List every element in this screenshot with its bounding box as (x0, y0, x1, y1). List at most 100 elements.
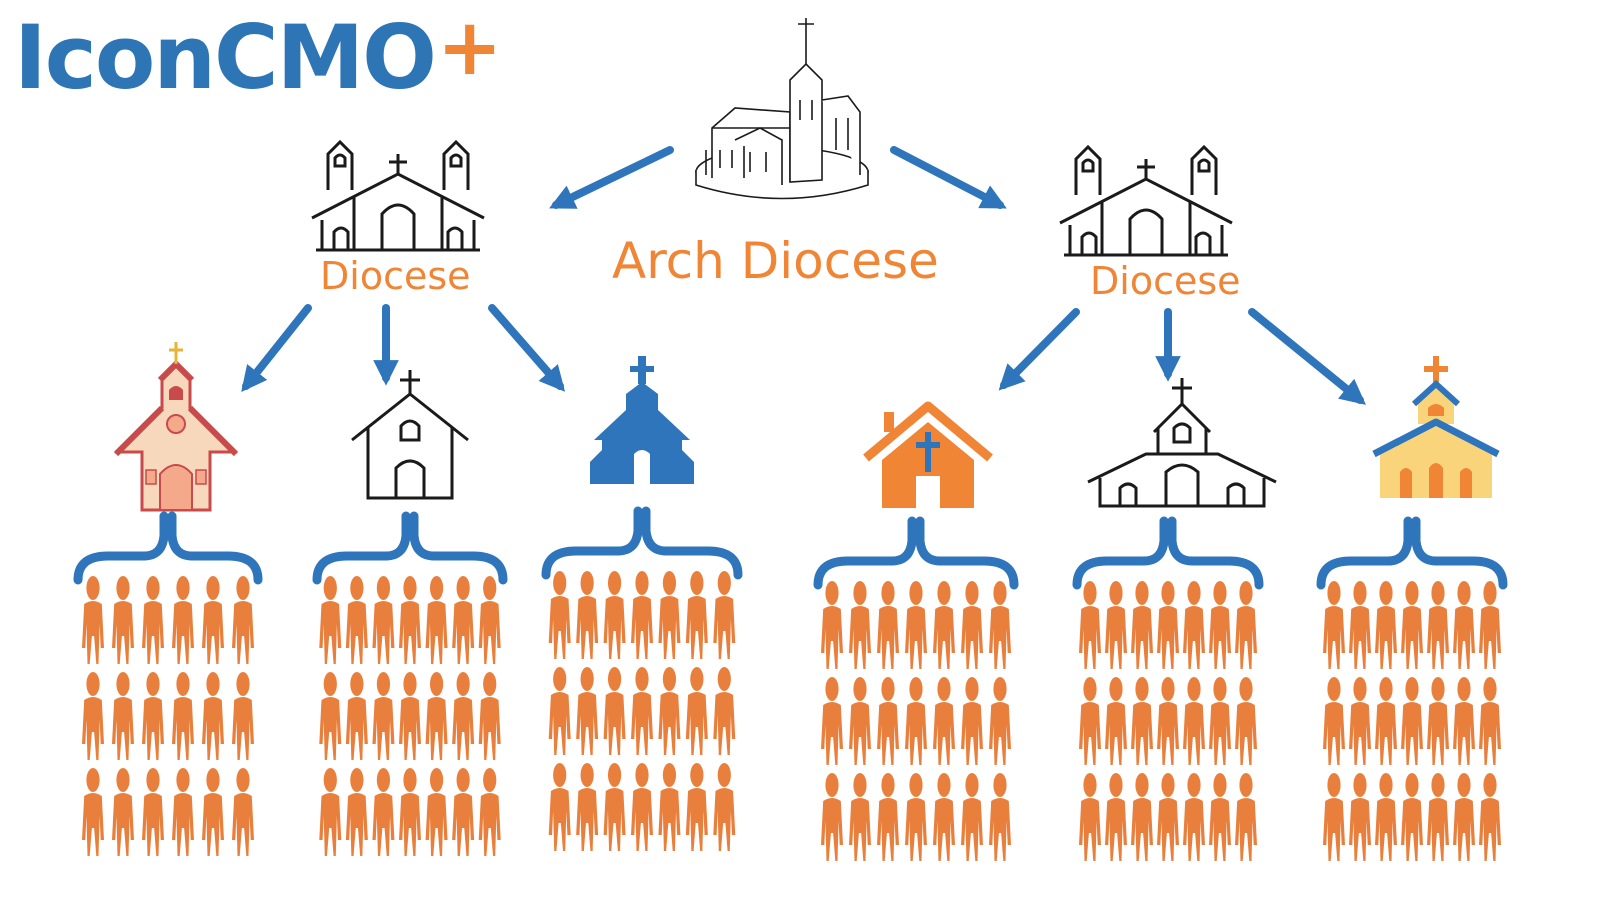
person-icon (821, 677, 843, 765)
person-icon (1375, 773, 1397, 861)
person-icon (319, 576, 342, 664)
person-icon (1323, 677, 1345, 765)
person-icon (425, 576, 448, 664)
person-icon (713, 571, 736, 659)
person-icon (345, 576, 368, 664)
person-icon (1479, 677, 1501, 765)
logo: IconCMO+ (14, 0, 502, 109)
person-icon (1375, 677, 1397, 765)
person-icon (1131, 773, 1153, 861)
curly-brace-icon (1316, 516, 1508, 590)
people-group (1079, 581, 1257, 861)
blue-church-icon (590, 356, 694, 484)
person-icon (631, 763, 653, 851)
person-icon (933, 581, 955, 669)
person-icon (1323, 581, 1345, 669)
person-icon (319, 768, 342, 856)
person-icon (658, 667, 681, 755)
person-icon (1183, 677, 1205, 765)
person-icon (172, 768, 194, 856)
person-icon (1323, 773, 1345, 861)
person-icon (452, 768, 475, 856)
outline-chapel-icon (351, 370, 469, 500)
person-icon (961, 773, 983, 861)
person-icon (1349, 581, 1371, 669)
person-icon (1235, 773, 1257, 861)
curly-brace-icon (813, 516, 1019, 590)
person-icon (112, 672, 134, 760)
person-icon (142, 576, 164, 664)
person-icon (877, 677, 899, 765)
person-icon (1209, 581, 1231, 669)
curly-brace-icon (1072, 516, 1264, 590)
person-icon (576, 667, 599, 755)
person-icon (82, 576, 104, 664)
person-icon (631, 571, 653, 659)
people-group (1323, 581, 1501, 861)
person-icon (1453, 581, 1475, 669)
person-icon (1105, 581, 1127, 669)
person-icon (685, 571, 708, 659)
person-icon (576, 763, 599, 851)
cathedral-sketch-icon (695, 18, 869, 200)
person-icon (1079, 581, 1101, 669)
person-icon (989, 581, 1011, 669)
person-icon (478, 576, 501, 664)
person-icon (961, 581, 983, 669)
logo-text: IconCMO (14, 6, 437, 109)
person-icon (1349, 773, 1371, 861)
person-icon (849, 581, 871, 669)
diocese-label-right: Diocese (1090, 259, 1241, 303)
arrow-diocese-left-1 (241, 304, 312, 393)
person-icon (1079, 773, 1101, 861)
arrow-diocese-right-1 (998, 308, 1080, 391)
people-layer (82, 571, 1501, 861)
person-icon (685, 667, 708, 755)
person-icon (202, 768, 224, 856)
orange-house-church-icon (863, 401, 993, 508)
person-icon (452, 576, 475, 664)
person-icon (345, 672, 368, 760)
person-icon (232, 768, 254, 856)
person-icon (1157, 773, 1179, 861)
person-icon (112, 576, 134, 664)
outline-wide-church-icon (1087, 378, 1277, 508)
person-icon (142, 672, 164, 760)
person-icon (631, 667, 653, 755)
person-icon (232, 576, 254, 664)
person-icon (82, 672, 104, 760)
person-icon (685, 763, 708, 851)
person-icon (82, 768, 104, 856)
person-icon (1131, 581, 1153, 669)
arrow-arch-to-diocese-left (549, 146, 674, 209)
person-icon (1453, 677, 1475, 765)
braces-layer (73, 506, 1508, 590)
person-icon (905, 581, 927, 669)
person-icon (1209, 677, 1231, 765)
person-icon (1401, 773, 1423, 861)
person-icon (877, 773, 899, 861)
person-icon (1157, 677, 1179, 765)
person-icon (1427, 677, 1449, 765)
people-group (821, 581, 1011, 861)
person-icon (603, 667, 626, 755)
person-icon (603, 571, 626, 659)
curly-brace-icon (73, 511, 263, 585)
curly-brace-icon (312, 511, 508, 585)
arrow-diocese-left-3 (488, 304, 566, 392)
person-icon (112, 768, 134, 856)
person-icon (576, 571, 599, 659)
person-icon (548, 763, 571, 851)
person-icon (1235, 581, 1257, 669)
diocese-label-left: Diocese (320, 254, 471, 298)
person-icon (425, 672, 448, 760)
person-icon (1079, 677, 1101, 765)
twin-tower-church-icon (311, 140, 485, 252)
curly-brace-icon (541, 506, 743, 580)
person-icon (989, 677, 1011, 765)
person-icon (202, 576, 224, 664)
person-icon (399, 576, 421, 664)
person-icon (425, 768, 448, 856)
people-group (319, 576, 501, 856)
